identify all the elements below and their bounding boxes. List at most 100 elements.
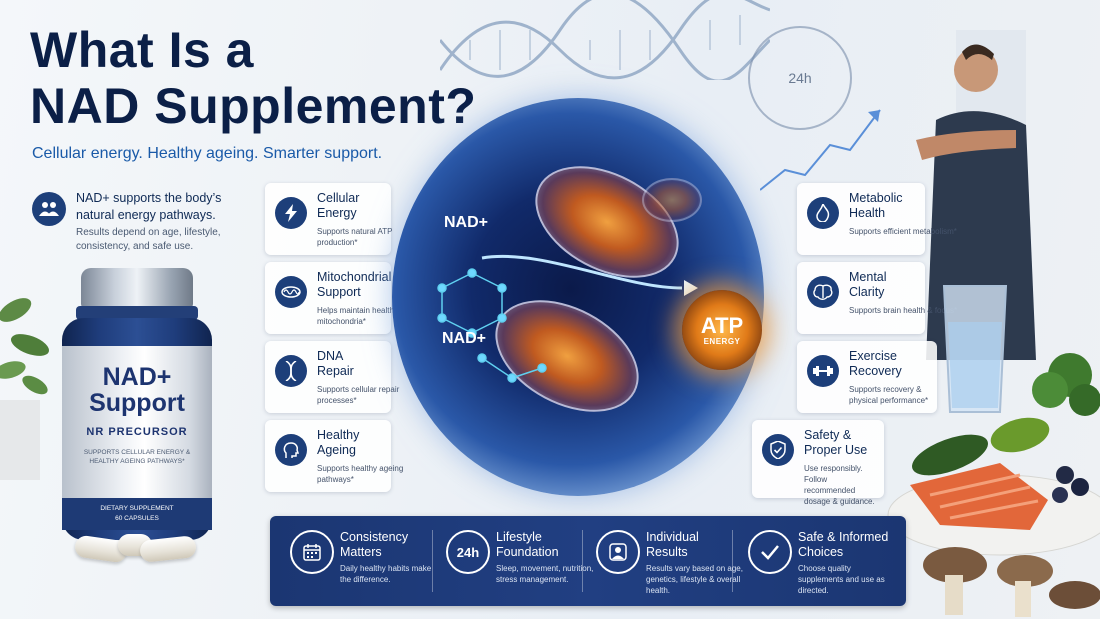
title-line-2: NAD Supplement? bbox=[30, 78, 477, 134]
capsule bbox=[139, 535, 197, 563]
bottle-name: NAD+ Support bbox=[89, 364, 185, 416]
feature-title-line-2: Support bbox=[317, 285, 361, 299]
intro-note: Results depend on age, lifestyle, consis… bbox=[76, 227, 221, 252]
trend-arrow-graphic bbox=[760, 109, 881, 191]
lightning-icon bbox=[275, 197, 307, 229]
intro-text: NAD+ supports the body’s natural energy … bbox=[76, 191, 222, 222]
dumbbell-icon bbox=[807, 355, 839, 387]
bottom-item-title-line-1: Safe & Informed bbox=[798, 530, 889, 544]
plant-image bbox=[0, 298, 50, 480]
molecule-network-graphic bbox=[437, 254, 698, 383]
bottom-item-title-line-2: Choices bbox=[798, 545, 844, 559]
feature-title: Safety &Proper Use bbox=[804, 428, 914, 458]
calendar-icon bbox=[290, 530, 334, 574]
bottom-item-desc: Choose quality supplements and use as di… bbox=[798, 564, 885, 595]
bottle-neck bbox=[76, 306, 198, 320]
nad-label-bottom: NAD+ bbox=[442, 330, 487, 347]
feature-title-line-1: Metabolic bbox=[849, 191, 903, 205]
atp-label: ATP bbox=[700, 312, 744, 338]
feature-desc: Supports efficient metabolism* bbox=[849, 227, 957, 236]
feature-title-line-2: Repair bbox=[317, 364, 354, 378]
bottle-name-line-2: Support bbox=[89, 389, 185, 417]
water-glass-image bbox=[942, 285, 1008, 413]
mitochondrion-small bbox=[642, 178, 702, 222]
bottom-item-desc: Sleep, movement, nutrition, stress manag… bbox=[496, 564, 594, 584]
clock-graphic: 24h bbox=[748, 26, 852, 130]
healthy-food-plate-image bbox=[887, 353, 1100, 556]
feature-title-line-2: Proper Use bbox=[804, 443, 868, 457]
mushrooms-image bbox=[923, 547, 1100, 617]
bottom-item-title-line-1: Consistency bbox=[340, 530, 409, 544]
people-icon bbox=[32, 192, 66, 226]
bottle-subtitle: NR PRECURSOR bbox=[86, 426, 188, 438]
checkmark-icon bbox=[748, 530, 792, 574]
24h-cycle-icon-text: 24h bbox=[456, 544, 480, 560]
feature-title-line-2: Ageing bbox=[317, 443, 356, 457]
brain-icon bbox=[807, 276, 839, 308]
nad-label-top: NAD+ bbox=[444, 214, 489, 231]
feature-desc: Supports cellular repair processes* bbox=[317, 385, 400, 405]
bottom-item-title-line-1: Individual bbox=[646, 530, 699, 544]
feature-title-line-2: Energy bbox=[317, 206, 357, 220]
feature-title-line-1: Exercise bbox=[849, 349, 897, 363]
24h-cycle-icon: 24h bbox=[446, 530, 490, 574]
feature-title-line-1: Mitochondrial bbox=[317, 270, 392, 284]
shield-check-icon bbox=[762, 434, 794, 466]
feature-desc: Supports healthy ageing pathways* bbox=[317, 464, 404, 484]
bottom-item-desc: Results vary based on age, genetics, lif… bbox=[646, 564, 743, 595]
feature-title-line-1: DNA bbox=[317, 349, 344, 363]
bottle-band-line-1: DIETARY SUPPLEMENT bbox=[100, 505, 174, 512]
divider bbox=[582, 530, 583, 592]
person-icon bbox=[596, 530, 640, 574]
dna-icon bbox=[275, 355, 307, 387]
feature-desc: Supports natural ATP production* bbox=[317, 227, 393, 247]
bottle-claim: SUPPORTS CELLULAR ENERGY & HEALTHY AGEIN… bbox=[83, 449, 191, 465]
subtitle: Cellular energy. Healthy ageing. Smarter… bbox=[32, 145, 383, 162]
energy-label: ENERGY bbox=[703, 336, 741, 346]
feature-desc: Use responsibly. Follow recommended dosa… bbox=[804, 464, 875, 506]
title-line-1: What Is a bbox=[30, 22, 254, 78]
bottle-band: DIETARY SUPPLEMENT 60 CAPSULES bbox=[62, 498, 212, 530]
feature-card-safety-proper-use: Safety &Proper Use Use responsibly. Foll… bbox=[752, 420, 884, 506]
feature-desc: Helps maintain healthy mitochondria* bbox=[317, 306, 398, 326]
bottle-name-line-1: NAD+ bbox=[102, 363, 172, 391]
head-profile-icon bbox=[275, 434, 307, 466]
mitochondria-icon bbox=[275, 276, 307, 308]
supplement-bottle: NAD+ Support NR PRECURSOR SUPPORTS CELLU… bbox=[40, 262, 235, 564]
feature-title-line-1: Mental bbox=[849, 270, 887, 284]
divider bbox=[432, 530, 433, 592]
bottom-item-title-line-2: Results bbox=[646, 545, 688, 559]
bottle-band-line-2: 60 CAPSULES bbox=[115, 515, 159, 522]
feature-title-line-1: Healthy bbox=[317, 428, 360, 442]
feature-desc: Supports brain health & focus* bbox=[849, 306, 958, 315]
divider bbox=[732, 530, 733, 592]
bottom-item-title-line-2: Matters bbox=[340, 545, 382, 559]
page-title: What Is a NAD Supplement? bbox=[30, 22, 476, 134]
bottom-item-title-line-2: Foundation bbox=[496, 545, 559, 559]
atp-energy-badge: ATP ENERGY bbox=[682, 290, 762, 370]
feature-title-line-2: Health bbox=[849, 206, 886, 220]
feature-title-line-1: Cellular bbox=[317, 191, 360, 205]
bottom-item-title-line-1: Lifestyle bbox=[496, 530, 542, 544]
bottle-cap bbox=[81, 268, 193, 308]
